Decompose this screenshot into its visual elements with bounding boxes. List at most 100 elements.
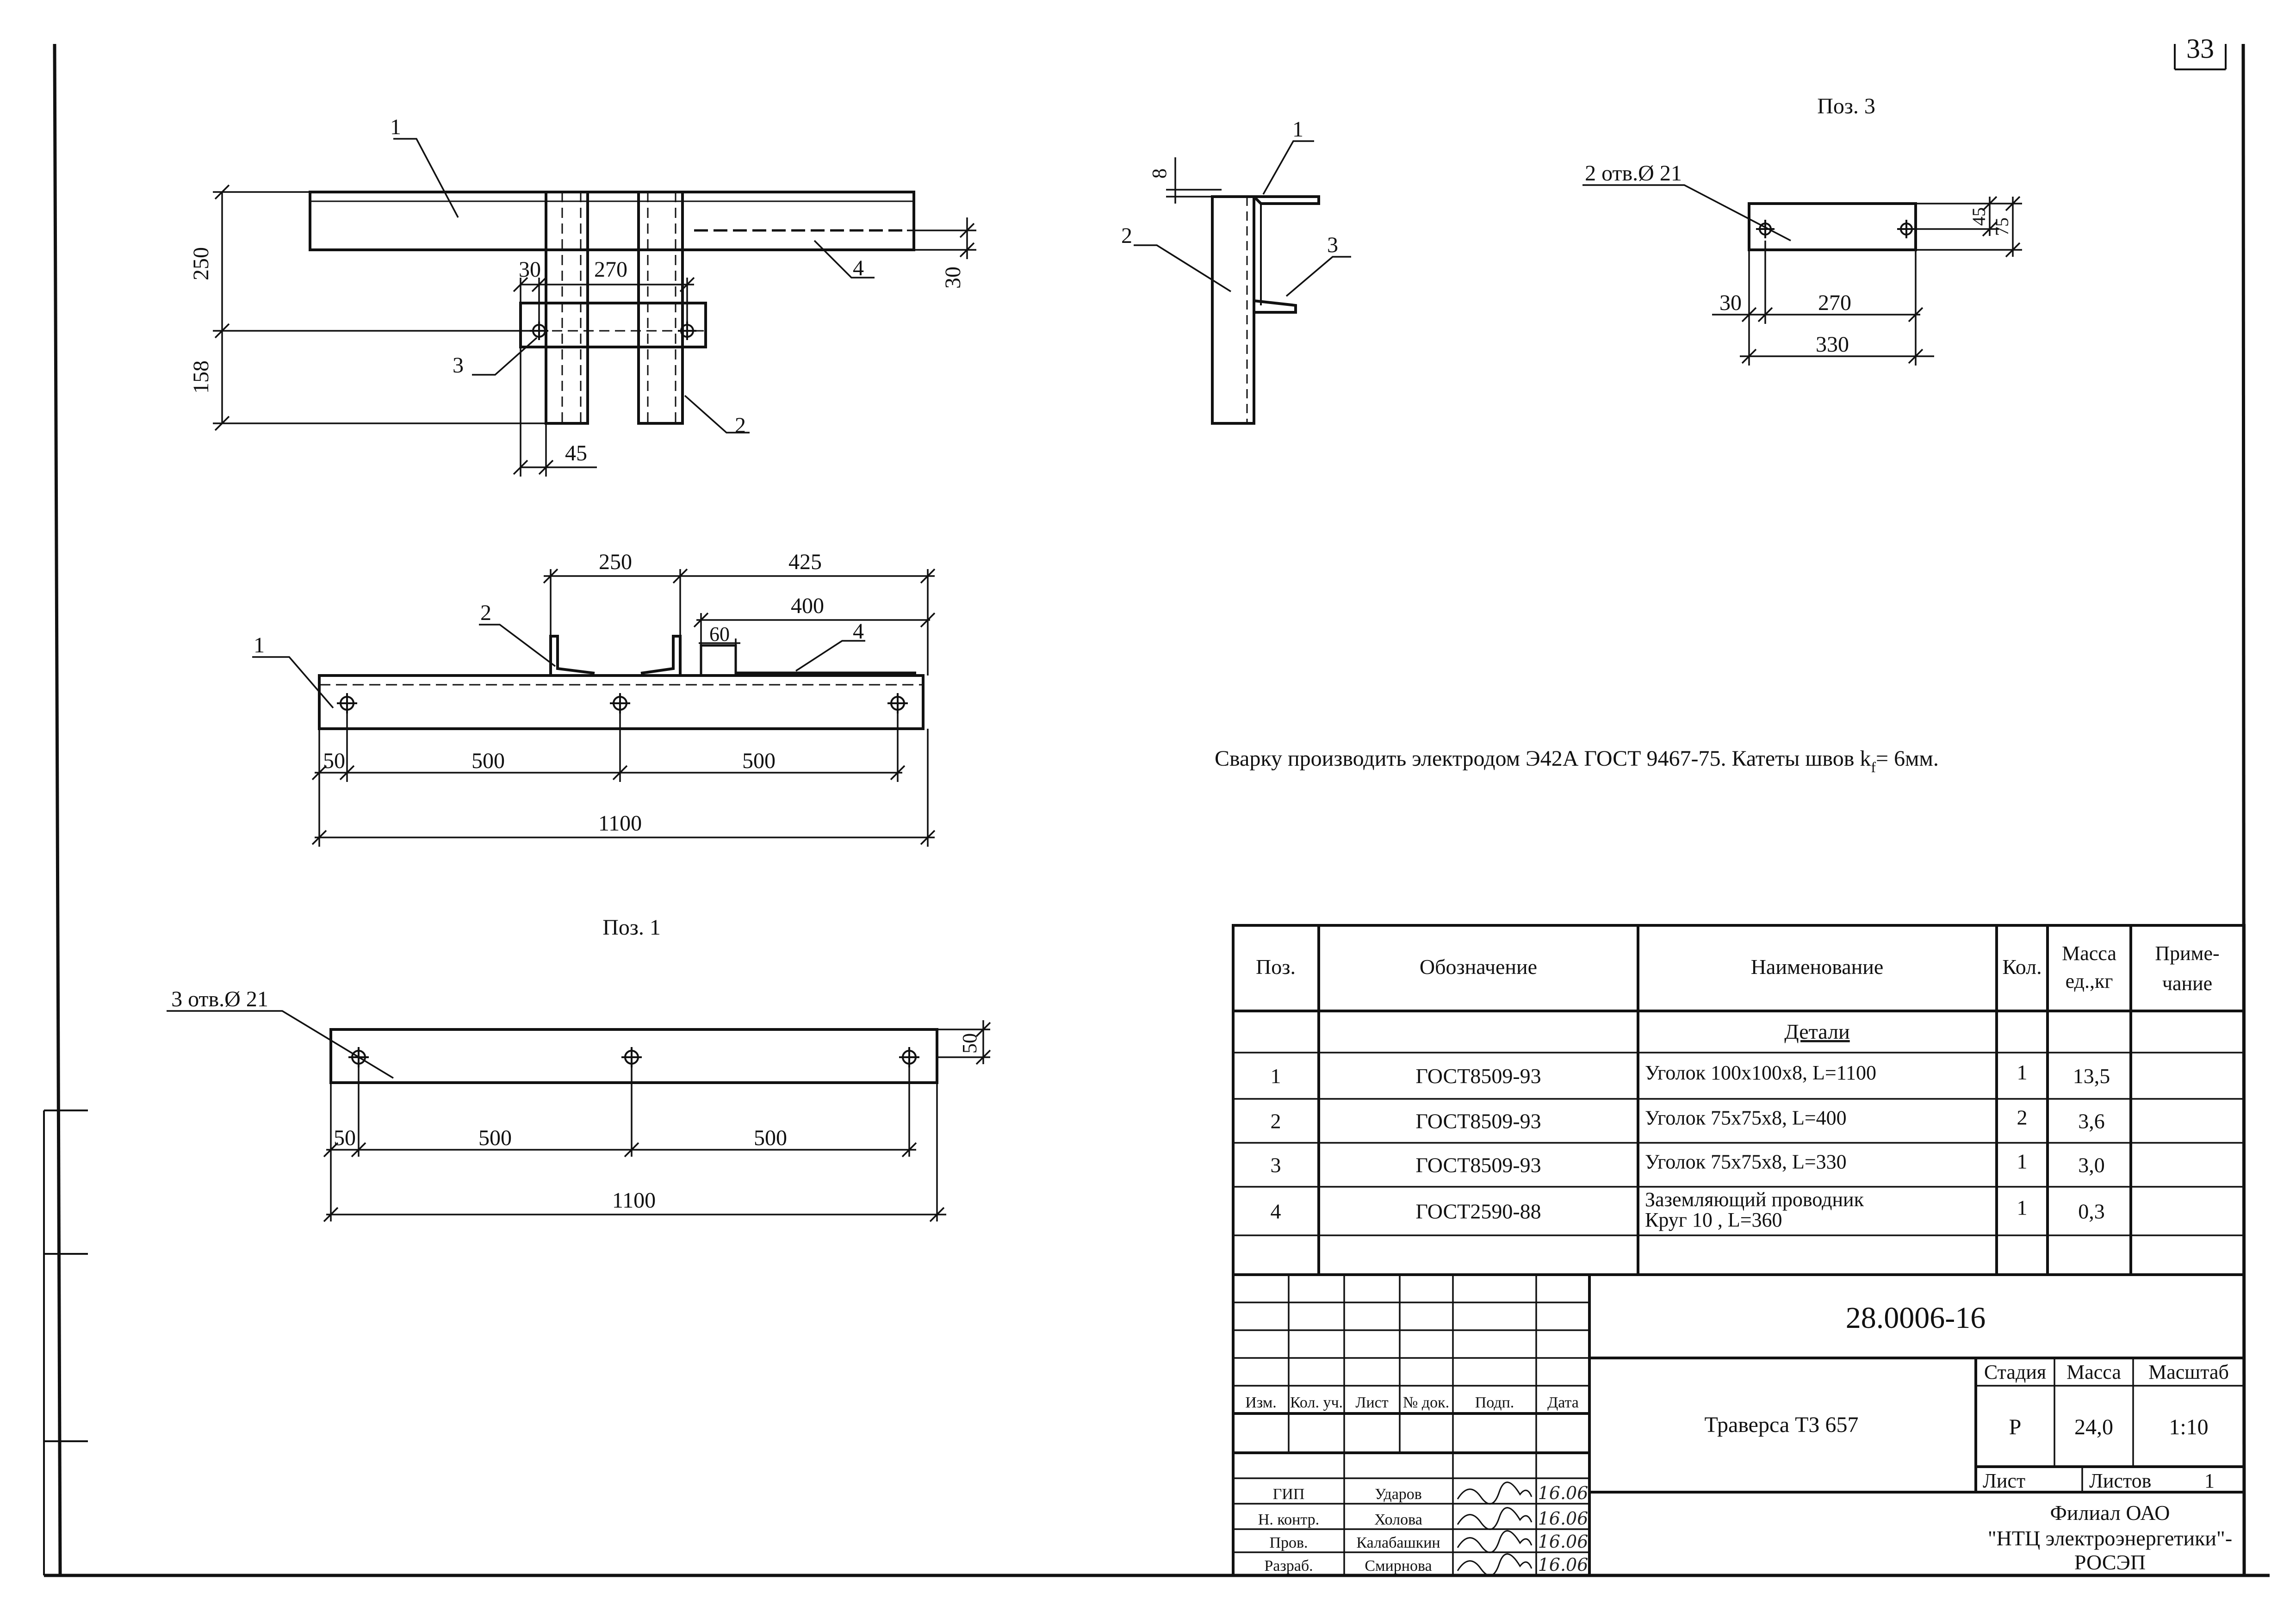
dim-30: 30 bbox=[519, 257, 541, 282]
front-dim-500-right: 500 bbox=[742, 749, 776, 773]
spec-header-qty: Кол. bbox=[2002, 955, 2042, 979]
pos3-detail: Поз. 3 bbox=[1582, 94, 2022, 366]
front-dim-500-left: 500 bbox=[472, 749, 505, 773]
approval-date: 16.06 bbox=[1538, 1508, 1589, 1529]
spec-header-note-line1: Приме- bbox=[2155, 942, 2219, 965]
section-label-2: 2 bbox=[1121, 223, 1132, 248]
col-header-doc-no: № док. bbox=[1403, 1394, 1449, 1411]
mass-value: 24,0 bbox=[2074, 1415, 2113, 1439]
col-header-date: Дата bbox=[1547, 1394, 1579, 1411]
front-dim-250: 250 bbox=[599, 550, 632, 574]
spec-cell-qty: 1 bbox=[2017, 1150, 2028, 1173]
doc-number: 28.0006-16 bbox=[1846, 1301, 1986, 1335]
title-block: 28.0006-16 Изм. Кол. уч. Лист № док. Под… bbox=[1232, 1273, 2246, 1577]
scale-label: Масштаб bbox=[2148, 1361, 2229, 1383]
spec-cell-name: Уголок 75x75x8, L=330 bbox=[1645, 1151, 1847, 1173]
spec-row: 3 ГОСТ8509-93 Уголок 75x75x8, L=330 1 3,0 bbox=[1271, 1150, 2105, 1177]
spec-header-designation: Обозначение bbox=[1420, 955, 1537, 979]
spec-header-name: Наименование bbox=[1751, 955, 1884, 979]
approval-date: 16.06 bbox=[1538, 1555, 1589, 1575]
spec-cell-designation: ГОСТ8509-93 bbox=[1415, 1064, 1541, 1088]
pos1-detail: Поз. 1 bbox=[167, 915, 991, 1222]
scale-value: 1:10 bbox=[2169, 1415, 2208, 1439]
front-dim-60: 60 bbox=[709, 623, 730, 645]
spec-cell-pos: 3 bbox=[1271, 1153, 1281, 1177]
approval-name: Калабашкин bbox=[1356, 1534, 1440, 1551]
front-view: 250 425 400 60 50 500 500 1100 1 2 4 bbox=[252, 550, 936, 847]
spec-cell-designation: ГОСТ8509-93 bbox=[1415, 1110, 1541, 1133]
side-section-view: 8 1 2 3 bbox=[1121, 117, 1351, 425]
spec-header-mass-line2: ед.,кг bbox=[2066, 970, 2113, 992]
spec-cell-qty: 1 bbox=[2017, 1196, 2028, 1220]
sheet-number: 33 bbox=[2186, 33, 2214, 64]
section-label-1: 1 bbox=[1292, 117, 1303, 142]
approval-name: Холова bbox=[1374, 1511, 1422, 1528]
spec-cell-pos: 1 bbox=[1271, 1064, 1281, 1088]
pos1-dim-50-vertical: 50 bbox=[958, 1033, 981, 1054]
sheets-label: Листов bbox=[2089, 1469, 2151, 1492]
spec-cell-name: Уголок 75x75x8, L=400 bbox=[1645, 1107, 1847, 1129]
spec-cell-designation: ГОСТ2590-88 bbox=[1415, 1200, 1541, 1223]
spec-cell-mass: 13,5 bbox=[2073, 1064, 2110, 1088]
pos3-dim-30: 30 bbox=[1719, 291, 1742, 315]
label-pos-3: 3 bbox=[453, 353, 464, 378]
front-dim-400: 400 bbox=[791, 594, 824, 618]
label-pos-2: 2 bbox=[735, 413, 746, 438]
spec-header-note-line2: чание bbox=[2162, 972, 2212, 995]
section-dim-8: 8 bbox=[1148, 168, 1171, 179]
approval-name: Смирнова bbox=[1365, 1557, 1432, 1574]
approval-date: 16.06 bbox=[1538, 1531, 1589, 1552]
col-header-list: Лист bbox=[1355, 1394, 1388, 1411]
signature-icon bbox=[1457, 1481, 1533, 1505]
stage-label: Стадия bbox=[1984, 1361, 2046, 1383]
spec-cell-mass: 3,0 bbox=[2078, 1153, 2105, 1177]
specification-table: Поз. Обозначение Наименование Кол. Масса… bbox=[1232, 924, 2246, 1276]
spec-cell-qty: 2 bbox=[2017, 1106, 2028, 1129]
spec-cell-name: Заземляющий проводник bbox=[1645, 1188, 1864, 1211]
sheets-count: 1 bbox=[2204, 1469, 2215, 1492]
org-line-1: Филиал ОАО bbox=[2050, 1501, 2170, 1525]
sheet-frame bbox=[43, 43, 2270, 1577]
pos1-dim-500-left: 500 bbox=[478, 1126, 512, 1150]
label-pos-4: 4 bbox=[853, 256, 864, 280]
spec-header-mass-line1: Масса bbox=[2062, 942, 2116, 965]
dim-158: 158 bbox=[189, 360, 213, 394]
col-header-signature: Подп. bbox=[1475, 1394, 1514, 1411]
front-dim-425: 425 bbox=[788, 550, 822, 574]
label-pos-1: 1 bbox=[390, 115, 401, 139]
dim-250: 250 bbox=[189, 247, 213, 280]
approval-name: Ударов bbox=[1375, 1486, 1422, 1503]
pos3-dim-45: 45 bbox=[1968, 207, 1989, 226]
spec-cell-qty: 1 bbox=[2017, 1060, 2028, 1084]
pos3-dim-330: 330 bbox=[1816, 332, 1849, 357]
pos1-title: Поз. 1 bbox=[602, 915, 661, 940]
dim-270: 270 bbox=[594, 257, 627, 282]
approval-date: 16.06 bbox=[1538, 1483, 1589, 1503]
pos1-holes-label: 3 отв.Ø 21 bbox=[171, 987, 268, 1011]
front-label-2: 2 bbox=[480, 601, 491, 625]
spec-section-details: Детали bbox=[1784, 1020, 1849, 1043]
spec-header-pos: Поз. bbox=[1256, 955, 1296, 979]
pos1-dim-1100: 1100 bbox=[612, 1188, 656, 1213]
front-label-4: 4 bbox=[853, 619, 864, 644]
front-label-1: 1 bbox=[254, 633, 265, 657]
approval-role: Разраб. bbox=[1264, 1557, 1313, 1574]
spec-cell-mass: 3,6 bbox=[2078, 1110, 2105, 1133]
approval-row: Разраб. Смирнова 16.06 bbox=[1264, 1553, 1589, 1576]
top-plan-view: 250 158 30 270 45 30 1 3 4 2 bbox=[189, 115, 976, 477]
mass-label: Масса bbox=[2066, 1361, 2121, 1383]
welding-note: Сварку производить электродом Э42А ГОСТ … bbox=[1215, 746, 1939, 775]
pos1-dim-50: 50 bbox=[334, 1126, 356, 1150]
signature-icon bbox=[1457, 1507, 1533, 1530]
col-header-izm: Изм. bbox=[1245, 1394, 1277, 1411]
signature-icon bbox=[1457, 1553, 1533, 1576]
spec-cell-designation: ГОСТ8509-93 bbox=[1415, 1153, 1541, 1177]
signature-icon bbox=[1457, 1530, 1533, 1553]
